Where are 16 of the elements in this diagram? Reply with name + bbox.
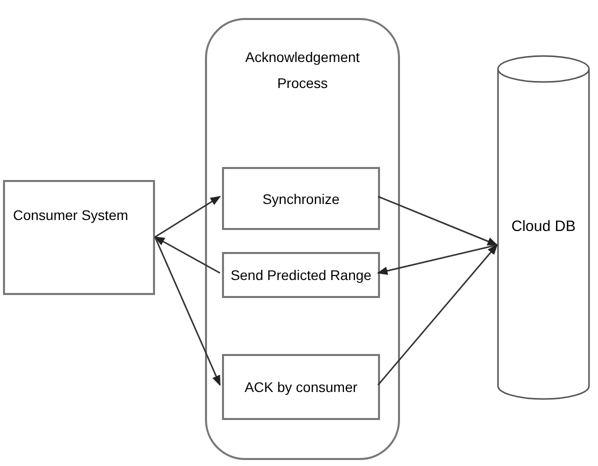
node-label: Synchronize xyxy=(261,190,341,209)
arrow xyxy=(376,244,498,275)
node-label: Send Predicted Range xyxy=(230,266,372,285)
arrow xyxy=(154,196,221,238)
node-label: ACK by consumer xyxy=(244,378,358,397)
process-group xyxy=(205,18,400,460)
process-box xyxy=(222,167,380,230)
arrow xyxy=(154,236,221,386)
process-box xyxy=(222,252,380,298)
node-label: Cloud DB xyxy=(511,217,576,238)
arrow xyxy=(378,196,498,246)
node-label: Consumer System xyxy=(13,206,128,225)
process-box xyxy=(3,180,155,295)
node-label: Acknowledgement Process xyxy=(244,48,361,93)
arrow xyxy=(154,236,220,274)
process-box xyxy=(222,354,380,420)
